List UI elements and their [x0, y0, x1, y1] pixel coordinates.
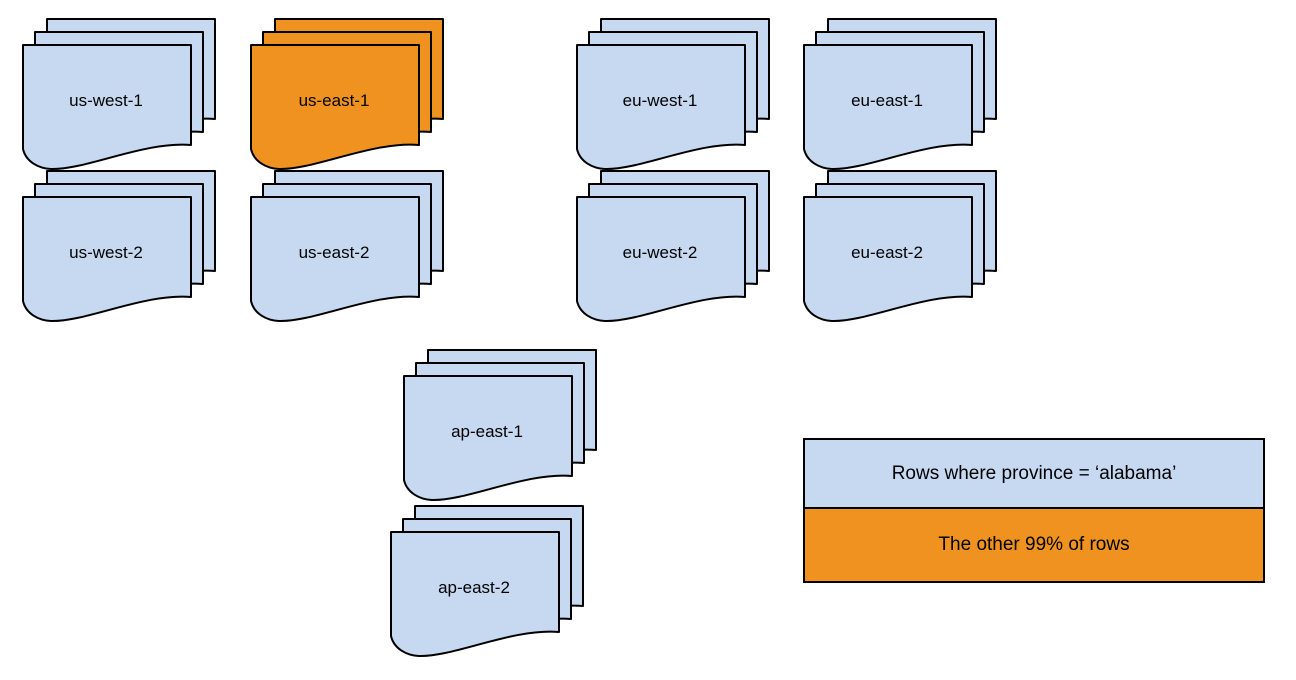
- region-stack-shape-ap-east-2: [390, 505, 584, 658]
- region-stack-shape-eu-east-1: [803, 18, 997, 171]
- legend-item-legend-blue: Rows where province = ‘alabama’: [805, 440, 1263, 509]
- document-sheet: [803, 44, 973, 171]
- region-stack-shape-ap-east-1: [403, 349, 597, 502]
- document-sheet: [403, 375, 573, 502]
- document-sheet: [22, 44, 192, 171]
- region-stack-shape-us-east-1: [250, 18, 444, 171]
- region-stack-ap-east-2[interactable]: ap-east-2: [389, 504, 587, 660]
- region-stack-eu-west-1[interactable]: eu-west-1: [575, 17, 773, 173]
- region-stack-shape-eu-west-2: [576, 170, 770, 323]
- region-stack-eu-west-2[interactable]: eu-west-2: [575, 169, 773, 325]
- region-stack-us-west-2[interactable]: us-west-2: [21, 169, 219, 325]
- document-sheet: [250, 44, 420, 171]
- region-stack-shape-eu-west-1: [576, 18, 770, 171]
- document-sheet: [803, 196, 973, 323]
- region-stack-us-east-2[interactable]: us-east-2: [249, 169, 447, 325]
- legend-item-legend-orange: The other 99% of rows: [805, 509, 1263, 581]
- document-sheet: [576, 44, 746, 171]
- region-stack-eu-east-1[interactable]: eu-east-1: [802, 17, 1000, 173]
- region-stack-shape-us-west-2: [22, 170, 216, 323]
- legend-item-label: Rows where province = ‘alabama’: [891, 462, 1177, 484]
- document-sheet: [390, 531, 560, 658]
- document-sheet: [22, 196, 192, 323]
- region-stack-ap-east-1[interactable]: ap-east-1: [402, 348, 600, 504]
- region-stack-shape-eu-east-2: [803, 170, 997, 323]
- region-stack-us-west-1[interactable]: us-west-1: [21, 17, 219, 173]
- region-stack-shape-us-west-1: [22, 18, 216, 171]
- legend: Rows where province = ‘alabama’ The other…: [803, 438, 1265, 583]
- document-sheet: [576, 196, 746, 323]
- document-sheet: [250, 196, 420, 323]
- legend-item-label: The other 99% of rows: [938, 534, 1130, 555]
- region-stack-us-east-1[interactable]: us-east-1: [249, 17, 447, 173]
- region-stack-shape-us-east-2: [250, 170, 444, 323]
- region-stack-eu-east-2[interactable]: eu-east-2: [802, 169, 1000, 325]
